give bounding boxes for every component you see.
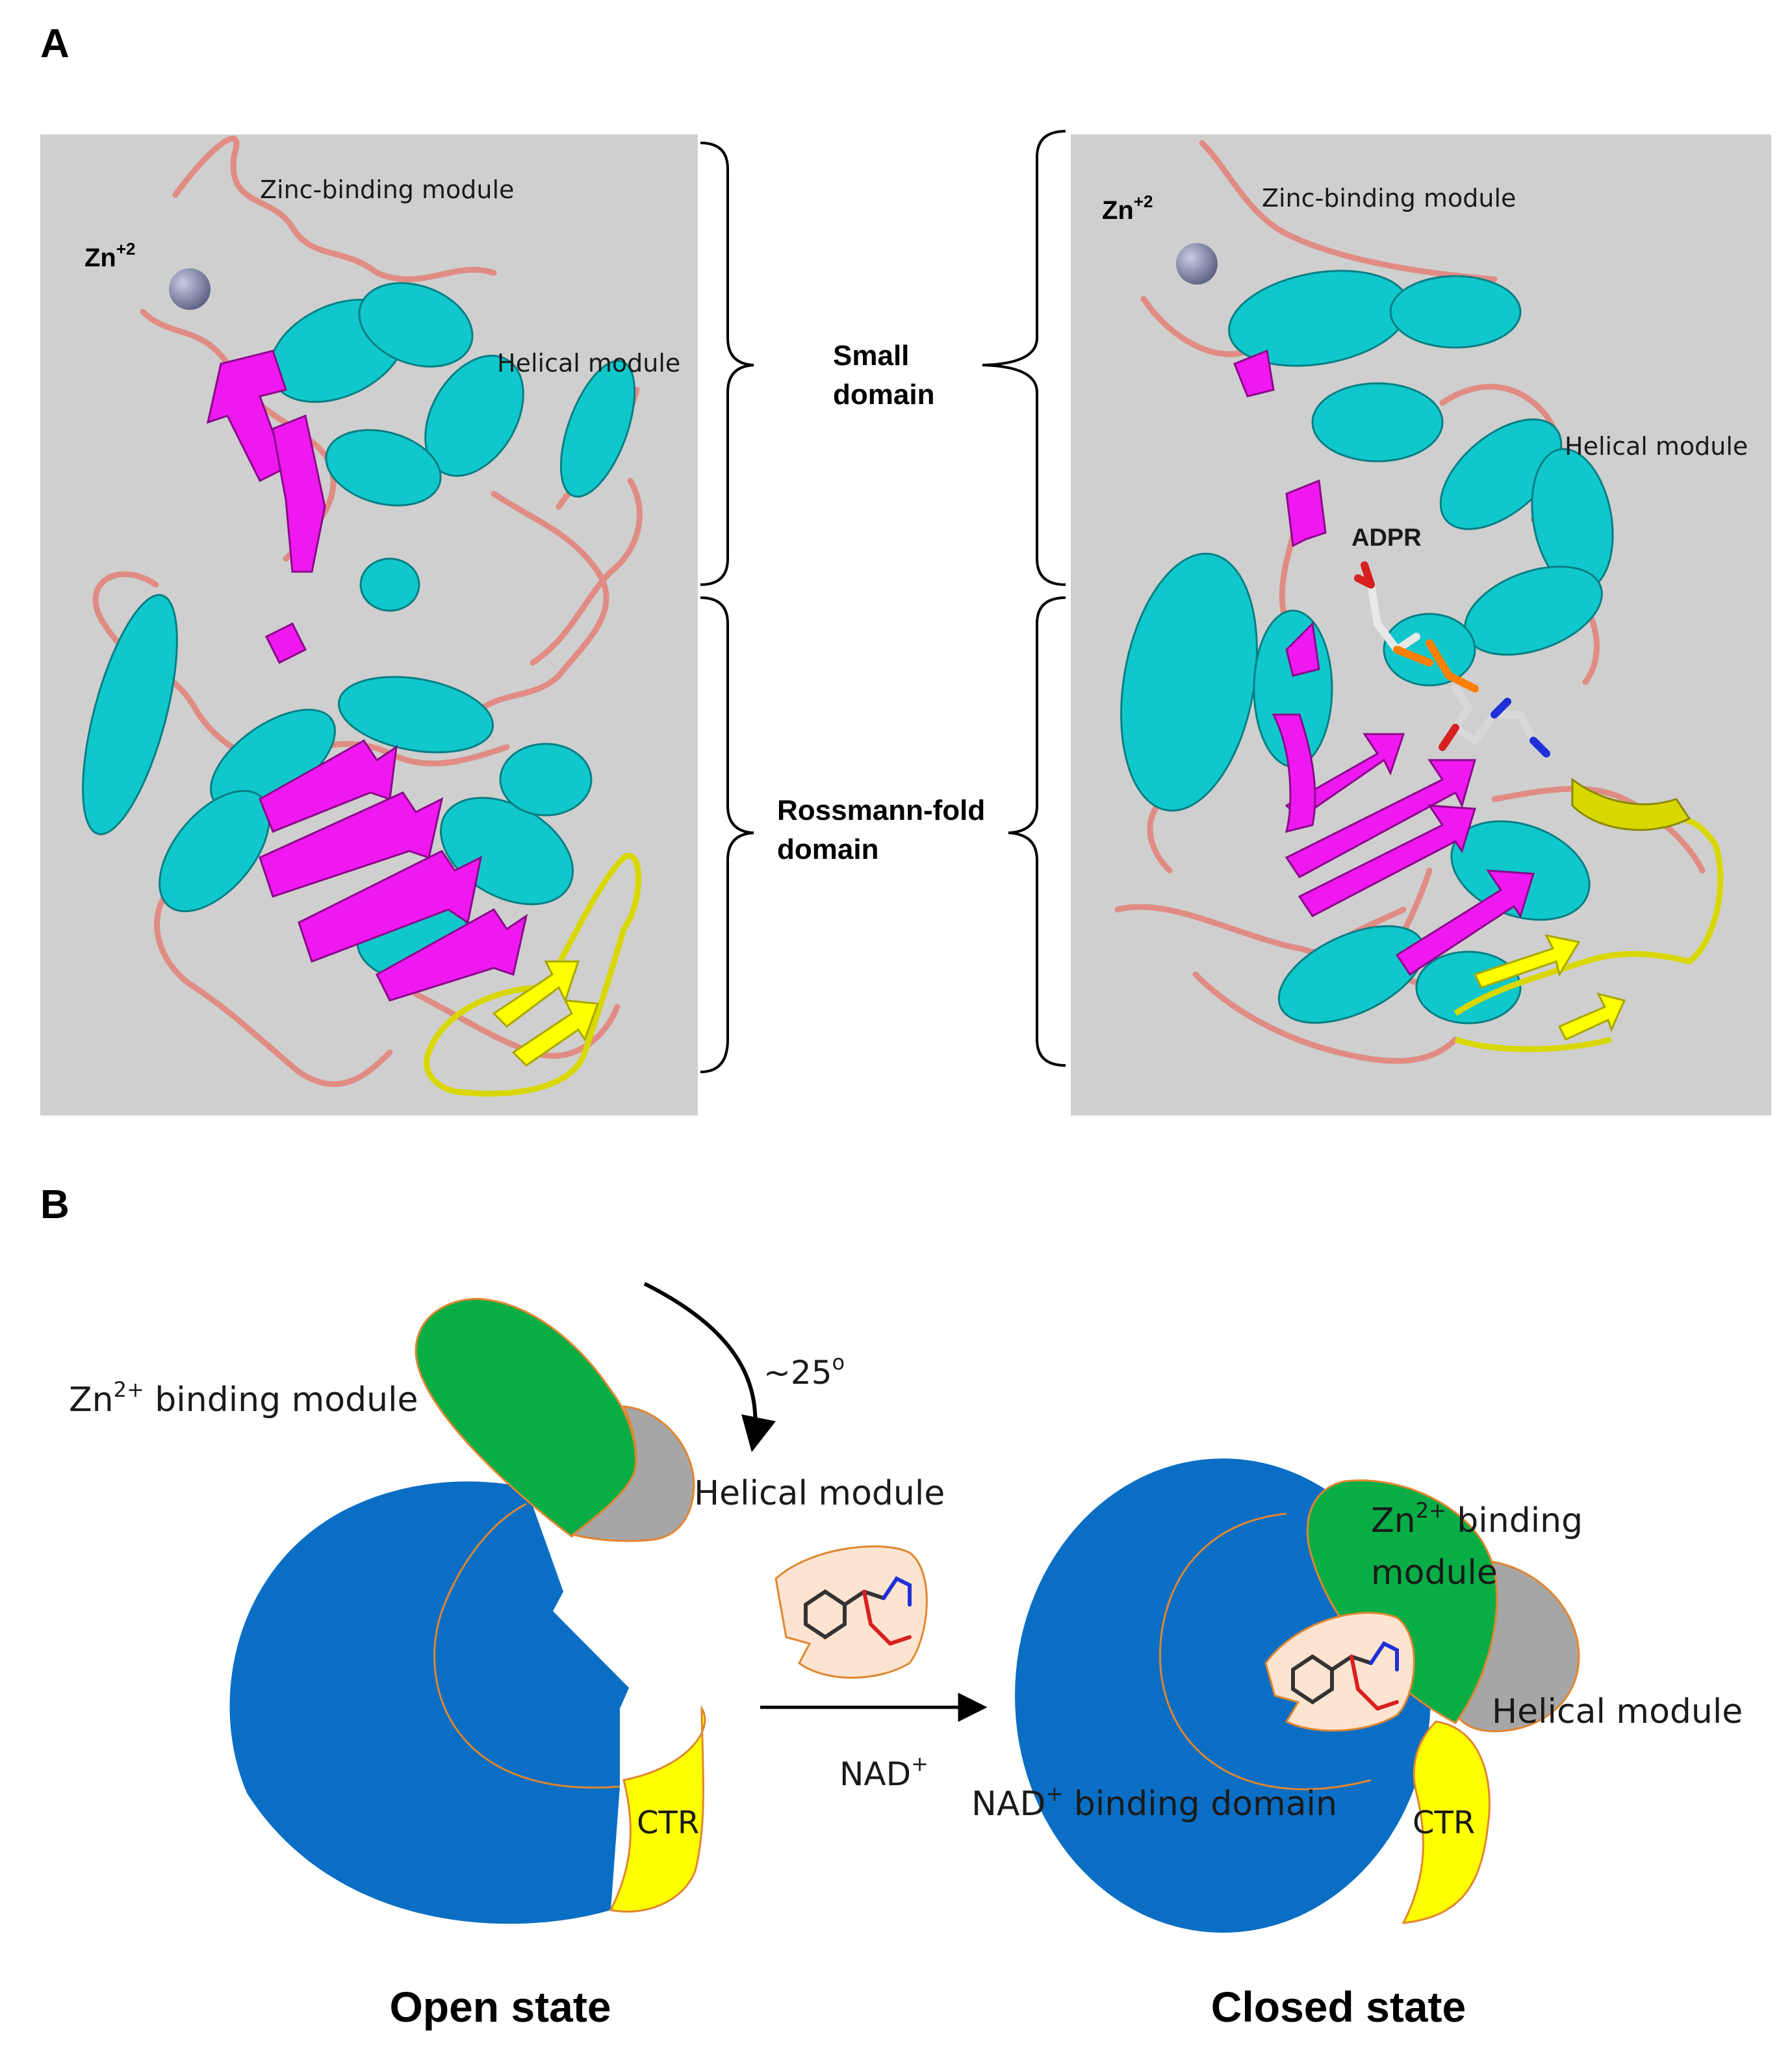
ctr-helix <box>1571 778 1691 831</box>
bound-nad-ligand <box>1264 1612 1415 1732</box>
rotation-angle-label: ~25o <box>763 1350 845 1392</box>
beta-strands <box>1233 349 1535 976</box>
open-state-schematic: Zn2+ binding module Helical module CTR <box>69 1297 945 1924</box>
zinc-ion-label: Zn+2 <box>84 239 136 272</box>
closed-helical-module-label: Helical module <box>1492 1692 1743 1731</box>
domain-braces <box>700 130 1066 1073</box>
adpr-label: ADPR <box>1351 524 1422 552</box>
free-nad-ligand <box>774 1545 928 1679</box>
beta-strands <box>206 350 528 1002</box>
panel-letter-b: B <box>40 1182 70 1227</box>
ctr-strand <box>1557 992 1626 1041</box>
adpr-ligand <box>1354 561 1550 757</box>
rotation-arrow <box>643 1282 776 1453</box>
helices <box>1120 270 1614 1024</box>
nad-cofactor-label: NAD+ <box>839 1751 928 1793</box>
c-terminal-region <box>1453 815 1724 1052</box>
open-helical-module <box>570 1405 695 1542</box>
panel-letter-a: A <box>40 21 70 66</box>
zinc-ion-label: Zn+2 <box>1102 192 1153 225</box>
ctr-strand <box>1473 934 1581 989</box>
nad-binding-domain-outline <box>1159 1512 1372 1790</box>
open-structure-panel: Zn+2 Zinc-binding module Helical module <box>40 134 698 1115</box>
closed-ctr-label: CTR <box>1413 1805 1475 1841</box>
ctr-strand <box>492 960 580 1028</box>
helical-module-label: Helical module <box>1565 432 1748 461</box>
zinc-ion-sphere <box>169 268 211 310</box>
zinc-ion-sphere <box>1176 243 1218 285</box>
open-helical-module-label: Helical module <box>694 1474 945 1513</box>
open-zinc-module-label: Zn2+ binding module <box>69 1377 418 1419</box>
protein-loops <box>1114 140 1706 1064</box>
closed-structure-panel: Zn+2 Zinc-binding module Helical module … <box>1071 134 1771 1115</box>
open-ctr-label: CTR <box>637 1805 699 1841</box>
nad-molecule-icon <box>804 1576 912 1646</box>
rossmann-domain-shape <box>229 1481 629 1924</box>
nad-binding-domain-label: NAD+ binding domain <box>971 1781 1337 1824</box>
helical-module-label: Helical module <box>497 349 680 377</box>
ctr-strand <box>511 999 600 1067</box>
zinc-binding-module-label: Zinc-binding module <box>260 175 514 204</box>
zinc-binding-module-label: Zinc-binding module <box>1262 184 1516 212</box>
closed-state-title: Closed state <box>1211 1983 1466 2031</box>
nad-molecule-icon <box>1291 1641 1399 1711</box>
nad-binding-domain-outline <box>433 1503 621 1789</box>
closed-ctr-shape <box>1402 1720 1491 1924</box>
open-ctr-shape <box>609 1705 706 1913</box>
helices <box>82 282 636 982</box>
open-state-title: Open state <box>389 1983 611 2031</box>
